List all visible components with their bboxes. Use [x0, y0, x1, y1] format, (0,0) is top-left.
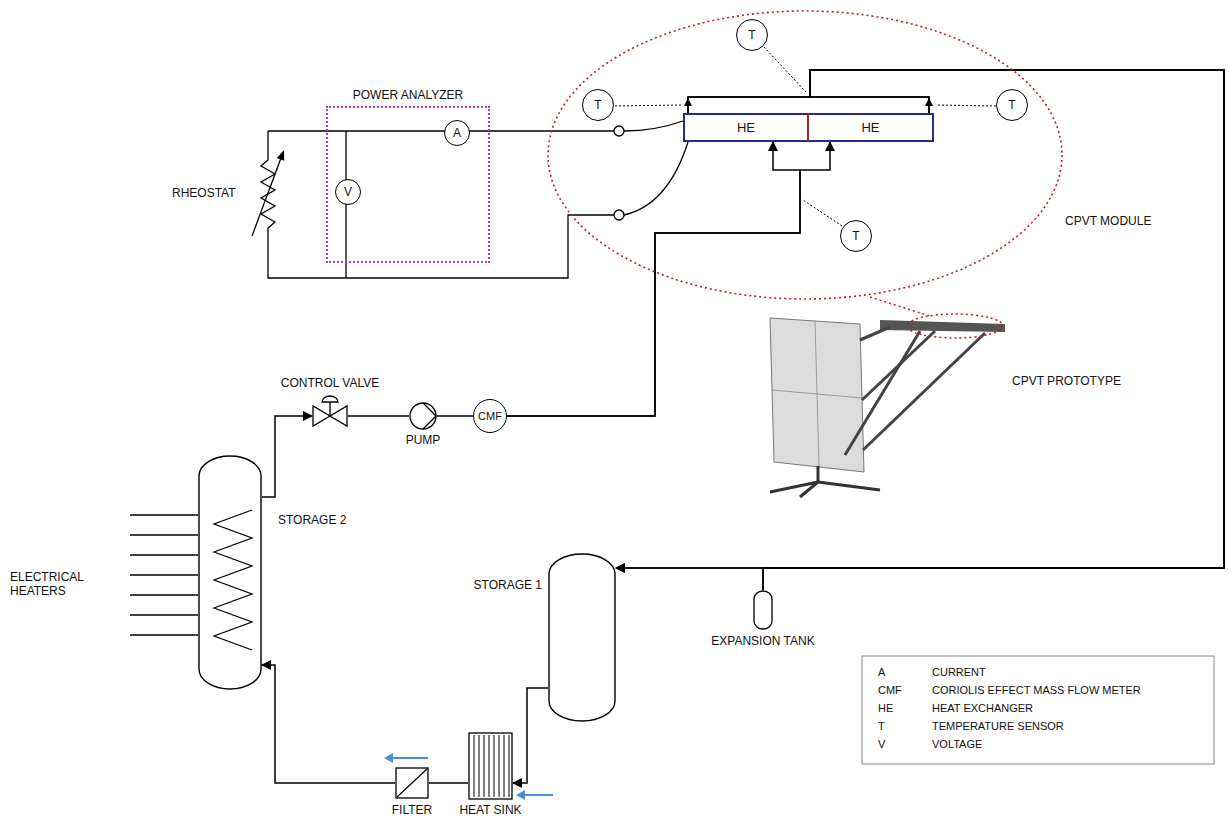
storage-tank-outline — [198, 455, 262, 690]
heat-exchanger: HE — [809, 113, 934, 142]
filter-symbol: FILTER — [395, 767, 429, 799]
legend-abbreviation: T — [878, 720, 885, 733]
cpvt-prototype-illustration — [770, 297, 1005, 497]
pipe-connector — [507, 142, 800, 416]
heat-exchanger: HE — [683, 113, 809, 142]
temperature-sensor: T — [582, 89, 614, 121]
power-analyzer-box: POWER ANALYZERAV — [326, 106, 490, 263]
temperature-sensor: T — [840, 220, 872, 252]
legend-description: CURRENT — [932, 666, 986, 679]
node-label: T — [594, 98, 601, 112]
electrical-wiring — [252, 121, 688, 278]
node-heading: FILTER — [392, 803, 432, 817]
voltmeter-circle: V — [335, 179, 361, 205]
manifold-arrowheads — [684, 98, 933, 106]
pump-symbol-outline — [409, 402, 437, 430]
pipe-connector — [513, 688, 548, 783]
heat-sink: HEAT SINK — [468, 732, 513, 800]
control-valve-outline — [312, 396, 348, 436]
control-valve: CONTROL VALVE — [312, 396, 348, 436]
pipe-connector — [437, 415, 473, 417]
storage-tank: STORAGE 1 — [548, 553, 616, 722]
legend-abbreviation: A — [878, 666, 885, 679]
pump-symbol: PUMP — [409, 402, 437, 430]
node-heading: PUMP — [406, 433, 441, 447]
node-label: V — [344, 185, 352, 199]
pipe-connector — [348, 415, 409, 417]
node-heading: STORAGE 2 — [278, 513, 346, 527]
legend-description: CORIOLIS EFFECT MASS FLOW METER — [932, 684, 1141, 697]
node-label: T — [1008, 98, 1015, 112]
node-label: T — [748, 28, 755, 42]
node-heading: STORAGE 1 — [474, 578, 542, 592]
heat-sink-outline — [468, 732, 513, 800]
legend-description: HEAT EXCHANGER — [932, 702, 1033, 715]
legend-abbreviation: CMF — [878, 684, 902, 697]
temperature-sensor: T — [996, 89, 1028, 121]
legend-box — [862, 656, 1214, 764]
pipe-connector — [616, 70, 1224, 568]
cpvt-module-region: CPVT MODULETTTHEHET — [547, 10, 1063, 300]
pipe-connector — [616, 70, 1224, 568]
pipe-connector — [763, 70, 1224, 590]
pipe-connector — [262, 665, 395, 783]
mass-flow-meter: CMF — [473, 399, 507, 433]
node-heading: HEAT SINK — [459, 803, 521, 817]
node-label: A — [453, 126, 461, 140]
node-heading: CONTROL VALVE — [281, 376, 379, 390]
node-heading: EXPANSION TANK — [711, 634, 814, 648]
legend-abbreviation: HE — [878, 702, 893, 715]
node-heading: POWER ANALYZER — [328, 88, 488, 102]
pipe-connector — [429, 782, 468, 784]
node-heading: CPVT MODULE — [1065, 214, 1151, 228]
rheostat-arrow — [277, 150, 284, 161]
legend-abbreviation: V — [878, 738, 885, 751]
expansion-tank: EXPANSION TANK — [753, 590, 773, 630]
temperature-sensor: T — [736, 19, 768, 51]
legend-description: TEMPERATURE SENSOR — [932, 720, 1064, 733]
sensor-leaders — [615, 47, 996, 226]
electrical-heaters — [130, 515, 198, 635]
node-label: HE — [737, 120, 755, 135]
storage-tank-outline — [548, 553, 616, 722]
part-label: ELECTRICAL HEATERS — [10, 570, 96, 598]
ammeter-circle: A — [444, 120, 470, 146]
node-label: HE — [861, 120, 879, 135]
filter-symbol-outline — [395, 767, 429, 799]
expansion-tank-outline — [753, 590, 773, 630]
storage-tank: STORAGE 2 — [198, 455, 262, 690]
cpvt-module-region-outline — [547, 10, 1063, 300]
part-label: CPVT PROTOTYPE — [1012, 374, 1121, 388]
pipe-connector — [688, 70, 1224, 590]
part-label: RHEOSTAT — [172, 186, 236, 200]
pipe-connector — [262, 416, 312, 497]
node-label: T — [852, 229, 859, 243]
pipe-connector — [507, 142, 830, 416]
node-label: CMF — [478, 410, 502, 423]
legend-description: VOLTAGE — [932, 738, 982, 751]
